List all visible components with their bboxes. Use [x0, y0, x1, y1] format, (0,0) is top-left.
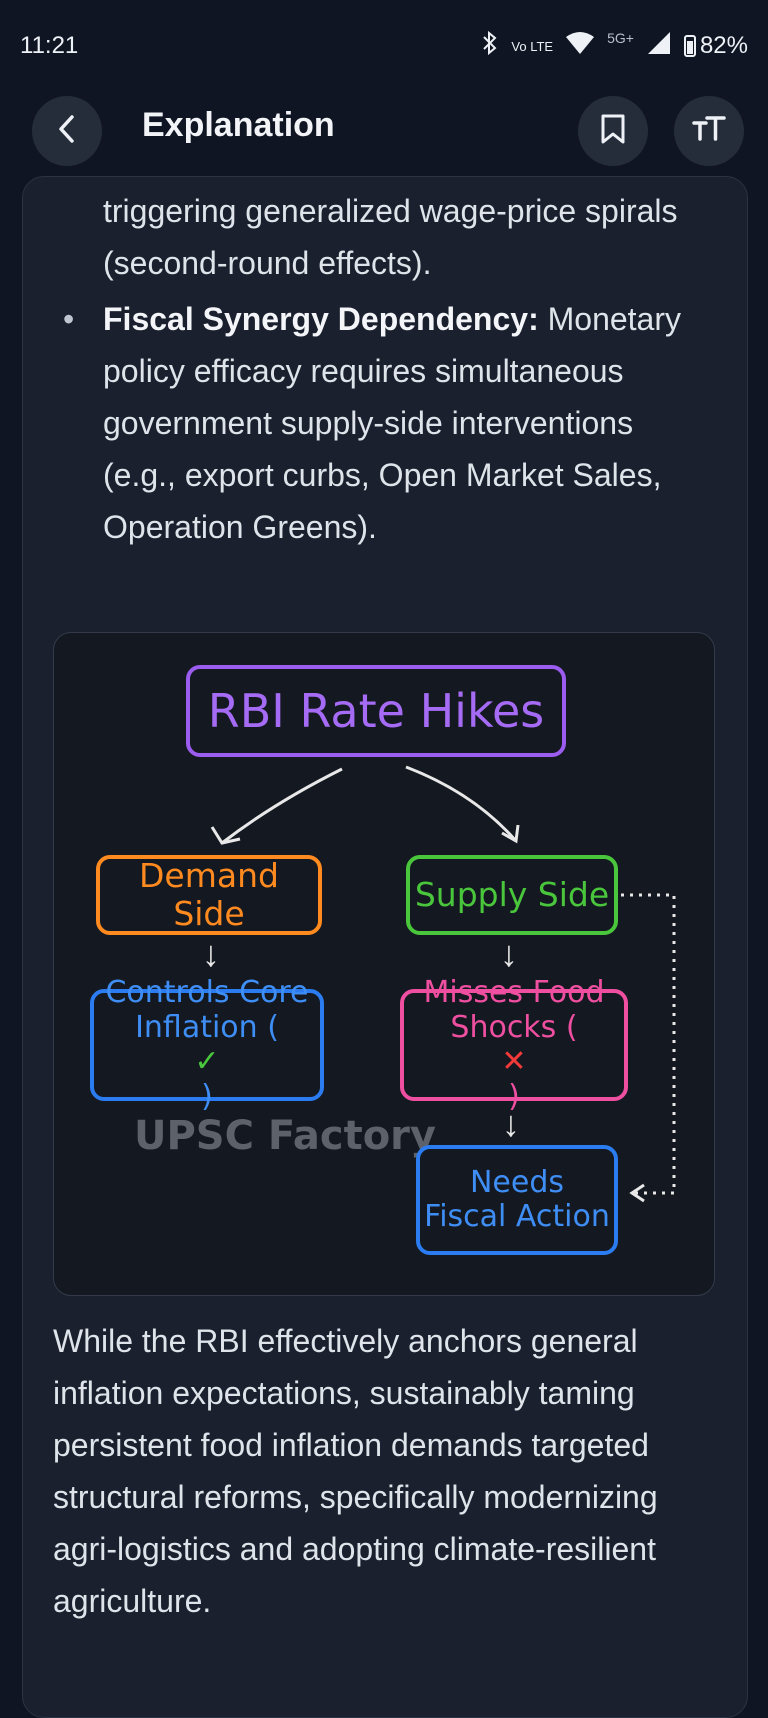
bluetooth-icon: [481, 30, 499, 61]
watermark: UPSC Factory: [134, 1113, 436, 1159]
needs-fiscal-action-box: Needs Fiscal Action: [416, 1145, 618, 1255]
diagram-connectors: [210, 765, 676, 1203]
flow-diagram: RBI Rate Hikes Demand Side Supply Side ↓…: [53, 632, 715, 1296]
arrow-down-icon: ↓: [500, 933, 518, 974]
battery-indicator: 82%: [683, 32, 748, 60]
text-size-button[interactable]: [674, 96, 744, 166]
rbi-rate-hikes-box: RBI Rate Hikes: [186, 665, 566, 757]
app-bar: Explanation: [0, 92, 768, 176]
page-title: Explanation: [142, 106, 335, 144]
arrow-down-icon: ↓: [202, 933, 220, 974]
closing-paragraph: While the RBI effectively anchors genera…: [53, 1323, 658, 1619]
bullet-heading: Fiscal Synergy Dependency:: [103, 301, 539, 337]
misses-food-shocks-box: Misses Food Shocks (✕): [400, 975, 628, 1113]
bullet-body: Monetary policy efficacy requires simult…: [103, 301, 681, 545]
battery-percent: 82%: [699, 32, 748, 59]
signal-label: 5G+: [607, 30, 634, 46]
checkmark-icon: ✓: [194, 1044, 220, 1079]
back-chevron-icon: [56, 114, 78, 149]
text-size-icon: [691, 114, 727, 149]
status-icons: Vo LTE 5G+ 82%: [481, 30, 748, 61]
continued-paragraph: triggering generalized wage-price spiral…: [103, 193, 678, 281]
cell-signal-icon: [646, 31, 672, 61]
network-type: Vo LTE: [511, 38, 554, 54]
explanation-card: triggering generalized wage-price spiral…: [22, 176, 748, 1718]
back-button[interactable]: [32, 96, 102, 166]
bookmark-icon: [600, 113, 626, 150]
battery-icon: [683, 35, 696, 57]
status-time: 11:21: [20, 32, 79, 59]
bullet-text: Fiscal Synergy Dependency: Monetary poli…: [103, 293, 703, 553]
controls-core-inflation-box: Controls Core Inflation (✓): [90, 975, 324, 1113]
wifi-icon: [565, 31, 595, 61]
bookmark-button[interactable]: [578, 96, 648, 166]
arrow-down-icon: ↓: [502, 1103, 520, 1144]
bullet-item: • Fiscal Synergy Dependency: Monetary po…: [63, 293, 723, 553]
status-bar: 11:21 Vo LTE 5G+ 82%: [0, 0, 768, 92]
bullet-dot: •: [63, 301, 75, 337]
cross-icon: ✕: [501, 1044, 527, 1079]
demand-side-box: Demand Side: [96, 855, 322, 935]
supply-side-box: Supply Side: [406, 855, 618, 935]
